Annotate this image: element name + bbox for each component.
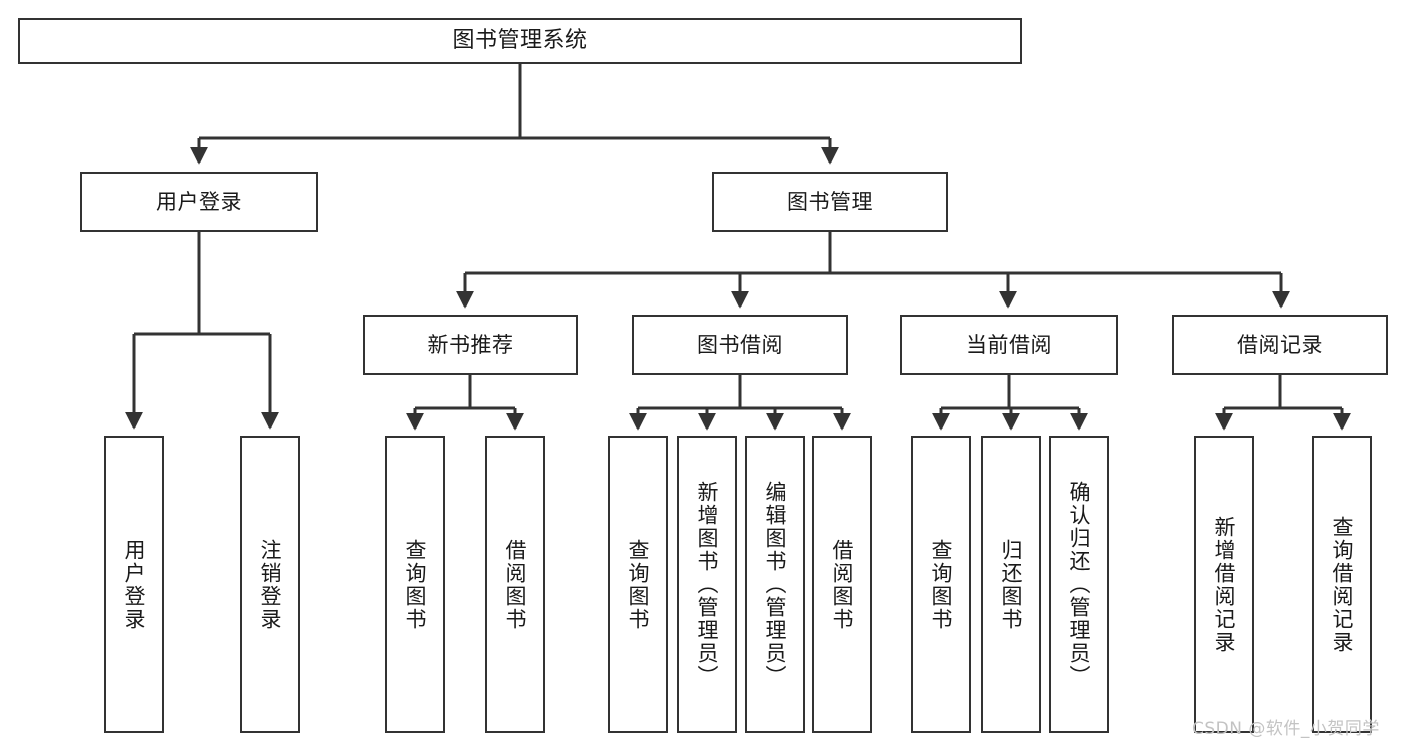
leaf-current-borrow-3-label: 确认归还（管理员） bbox=[1067, 481, 1092, 688]
node-root-label: 图书管理系统 bbox=[452, 28, 588, 54]
node-root[interactable]: 图书管理系统 bbox=[18, 18, 1022, 64]
leaf-current-borrow-3[interactable]: 确认归还（管理员） bbox=[1049, 436, 1109, 733]
leaf-current-borrow-1[interactable]: 查询图书 bbox=[911, 436, 971, 733]
leaf-book-borrow-3-label: 编辑图书（管理员） bbox=[763, 481, 788, 688]
leaf-new-book-1-label: 查询图书 bbox=[403, 538, 428, 631]
node-user-login-label: 用户登录 bbox=[156, 189, 242, 214]
node-new-book-recommend-label: 新书推荐 bbox=[427, 332, 514, 357]
node-book-borrow[interactable]: 图书借阅 bbox=[632, 315, 848, 375]
node-current-borrow[interactable]: 当前借阅 bbox=[900, 315, 1118, 375]
leaf-borrow-record-2-label: 查询借阅记录 bbox=[1330, 515, 1355, 654]
leaf-current-borrow-2-label: 归还图书 bbox=[999, 538, 1024, 631]
csdn-watermark: CSDN @软件_小贺同学 bbox=[1192, 719, 1380, 739]
leaf-new-book-1[interactable]: 查询图书 bbox=[385, 436, 445, 733]
node-borrow-record-label: 借阅记录 bbox=[1237, 332, 1323, 357]
leaf-borrow-record-1-label: 新增借阅记录 bbox=[1212, 515, 1237, 654]
leaf-current-borrow-1-label: 查询图书 bbox=[929, 538, 954, 631]
leaf-book-borrow-1[interactable]: 查询图书 bbox=[608, 436, 668, 733]
leaf-user-login-2[interactable]: 注销登录 bbox=[240, 436, 300, 733]
leaf-book-borrow-2[interactable]: 新增图书（管理员） bbox=[677, 436, 737, 733]
leaf-book-borrow-2-label: 新增图书（管理员） bbox=[695, 481, 720, 688]
node-book-manage[interactable]: 图书管理 bbox=[712, 172, 948, 232]
node-borrow-record[interactable]: 借阅记录 bbox=[1172, 315, 1388, 375]
leaf-new-book-2-label: 借阅图书 bbox=[503, 538, 528, 631]
leaf-current-borrow-2[interactable]: 归还图书 bbox=[981, 436, 1041, 733]
leaf-user-login-1-label: 用户登录 bbox=[122, 538, 147, 631]
leaf-book-borrow-3[interactable]: 编辑图书（管理员） bbox=[745, 436, 805, 733]
leaf-user-login-1[interactable]: 用户登录 bbox=[104, 436, 164, 733]
leaf-book-borrow-4-label: 借阅图书 bbox=[830, 538, 855, 631]
leaf-book-borrow-1-label: 查询图书 bbox=[626, 538, 651, 631]
leaf-borrow-record-2[interactable]: 查询借阅记录 bbox=[1312, 436, 1372, 733]
node-current-borrow-label: 当前借阅 bbox=[966, 332, 1052, 357]
node-book-manage-label: 图书管理 bbox=[787, 189, 873, 214]
node-user-login[interactable]: 用户登录 bbox=[80, 172, 318, 232]
node-book-borrow-label: 图书借阅 bbox=[697, 332, 783, 357]
leaf-borrow-record-1[interactable]: 新增借阅记录 bbox=[1194, 436, 1254, 733]
node-new-book-recommend[interactable]: 新书推荐 bbox=[363, 315, 578, 375]
leaf-book-borrow-4[interactable]: 借阅图书 bbox=[812, 436, 872, 733]
leaf-user-login-2-label: 注销登录 bbox=[258, 538, 283, 631]
leaf-new-book-2[interactable]: 借阅图书 bbox=[485, 436, 545, 733]
